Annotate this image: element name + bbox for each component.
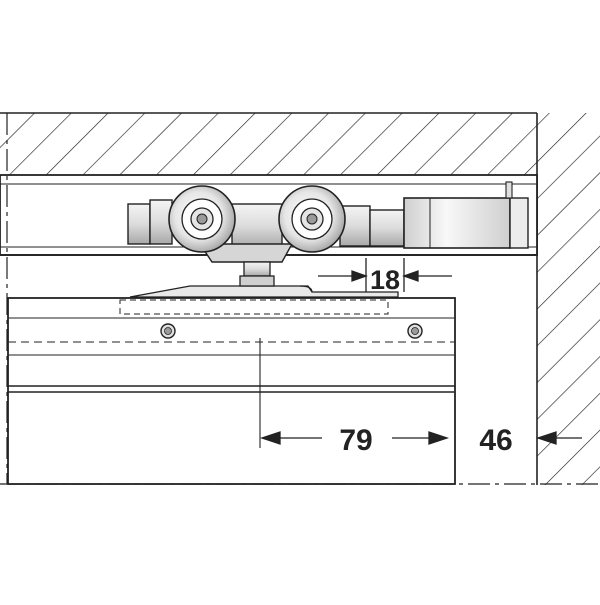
screw-right	[408, 324, 422, 338]
dimension-center-offset-label: 79	[339, 424, 372, 457]
dimension-wall-offset-label: 46	[479, 424, 512, 457]
wheel-left	[169, 186, 235, 252]
dimension-gap-label: 18	[370, 265, 400, 295]
wall-section	[537, 113, 600, 485]
door-panel	[8, 298, 455, 484]
mounting-bracket	[130, 286, 398, 297]
wheel-right	[279, 186, 345, 252]
screw-left	[161, 324, 175, 338]
ceiling-section	[0, 113, 537, 175]
